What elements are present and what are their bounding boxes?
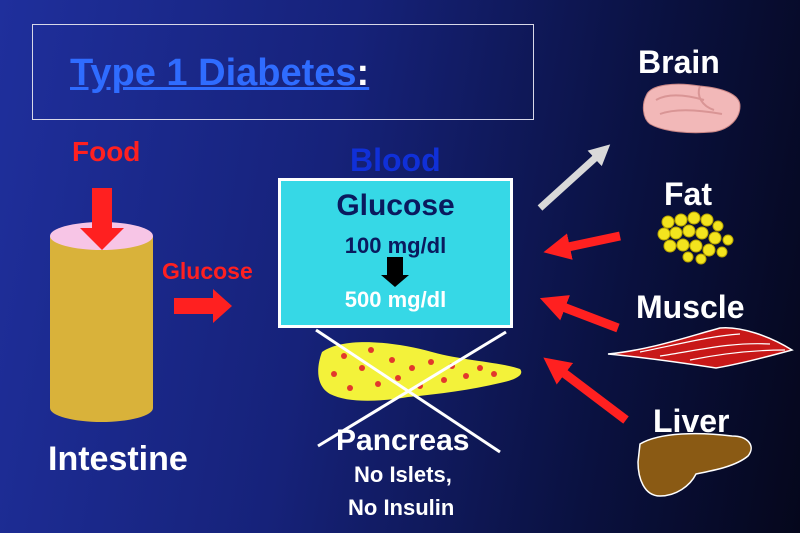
fat-label: Fat (664, 176, 712, 212)
muscle-icon (607, 327, 794, 369)
title-text: Type 1 Diabetes (70, 52, 357, 94)
brain-outflow-arrow (537, 144, 611, 211)
glucose-title: Glucose (336, 189, 455, 222)
liver-icon (637, 432, 752, 497)
blood-label: Blood (350, 142, 441, 178)
pancreas-shape (318, 342, 522, 401)
pancreas-note-insulin: No Insulin (348, 495, 455, 520)
liver-inflow-arrow (543, 357, 629, 424)
slide-title: Type 1 Diabetes: (70, 52, 369, 95)
pancreas-note-islets: No Islets, (354, 462, 452, 487)
glucose-level-before: 100 mg/dl (344, 233, 447, 258)
glucose-label: Glucose (162, 258, 253, 284)
title-box (32, 24, 534, 120)
muscle-label: Muscle (636, 289, 745, 325)
food-arrow (80, 188, 124, 250)
title-colon: : (356, 52, 370, 94)
pancreas-spots (331, 347, 497, 391)
increase-arrow (381, 257, 409, 287)
brain-label: Brain (638, 44, 720, 80)
brain-icon (642, 83, 741, 134)
glucose-level-after: 500 mg/dl (344, 287, 447, 312)
blood-glucose-box: Glucose 100 mg/dl 500 mg/dl (278, 178, 513, 328)
glucose-arrow (174, 289, 232, 323)
muscle-inflow-arrow (539, 295, 620, 333)
pancreas-label: Pancreas (336, 424, 470, 457)
intestine-label: Intestine (48, 440, 188, 478)
fat-icon (657, 211, 734, 265)
liver-label: Liver (653, 403, 730, 439)
fat-inflow-arrow (543, 231, 621, 260)
pancreas-cross-icon (315, 328, 507, 454)
food-label: Food (72, 136, 141, 167)
